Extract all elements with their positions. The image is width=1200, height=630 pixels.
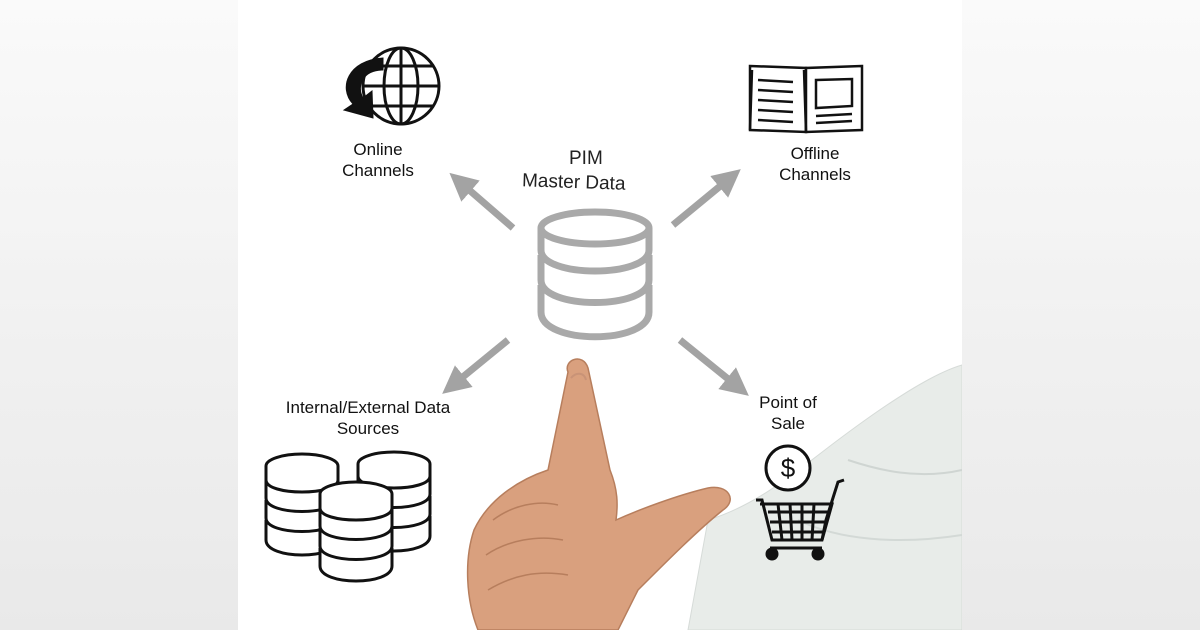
arrow-to-online (449, 172, 516, 231)
point-of-sale-label: Point of Sale (738, 392, 838, 434)
sources-line2: Sources (336, 419, 400, 438)
left-margin-backdrop (0, 0, 238, 630)
data-sources-label: Internal/External Data Sources (268, 397, 468, 439)
pim-title: PIM (569, 148, 603, 169)
shirt-sleeve (687, 364, 962, 630)
right-margin-backdrop (962, 0, 1200, 630)
pos-line1: Point of (759, 393, 817, 412)
sources-line1: Internal/External Data (285, 398, 451, 417)
database-stacks-icon (264, 450, 432, 583)
offline-line2: Channels (779, 165, 851, 184)
globe-download-icon (342, 46, 441, 126)
arrow-to-offline (670, 169, 741, 228)
pos-line2: Sale (770, 414, 806, 433)
online-line1: Online (353, 140, 403, 159)
diagram-graphics (264, 46, 962, 630)
arrow-to-pos (677, 337, 749, 396)
master-data-title: Master Data (521, 170, 626, 195)
online-line2: Channels (342, 161, 414, 180)
pointing-hand (466, 358, 731, 630)
dollar-sign: $ (780, 453, 796, 483)
dollar-coin (764, 444, 812, 492)
online-channels-label: Online Channels (328, 139, 428, 181)
offline-line1: Offline (790, 144, 840, 163)
flow-arrows (442, 169, 749, 396)
center-database-icon (537, 208, 653, 341)
offline-channels-label: Offline Channels (765, 143, 865, 185)
arrow-to-sources (442, 337, 511, 394)
open-book-icon (748, 64, 864, 134)
diagram-stage: $ PIM Master Data Online Channels Offlin… (238, 0, 962, 630)
shopping-cart-dollar-icon (756, 444, 845, 561)
